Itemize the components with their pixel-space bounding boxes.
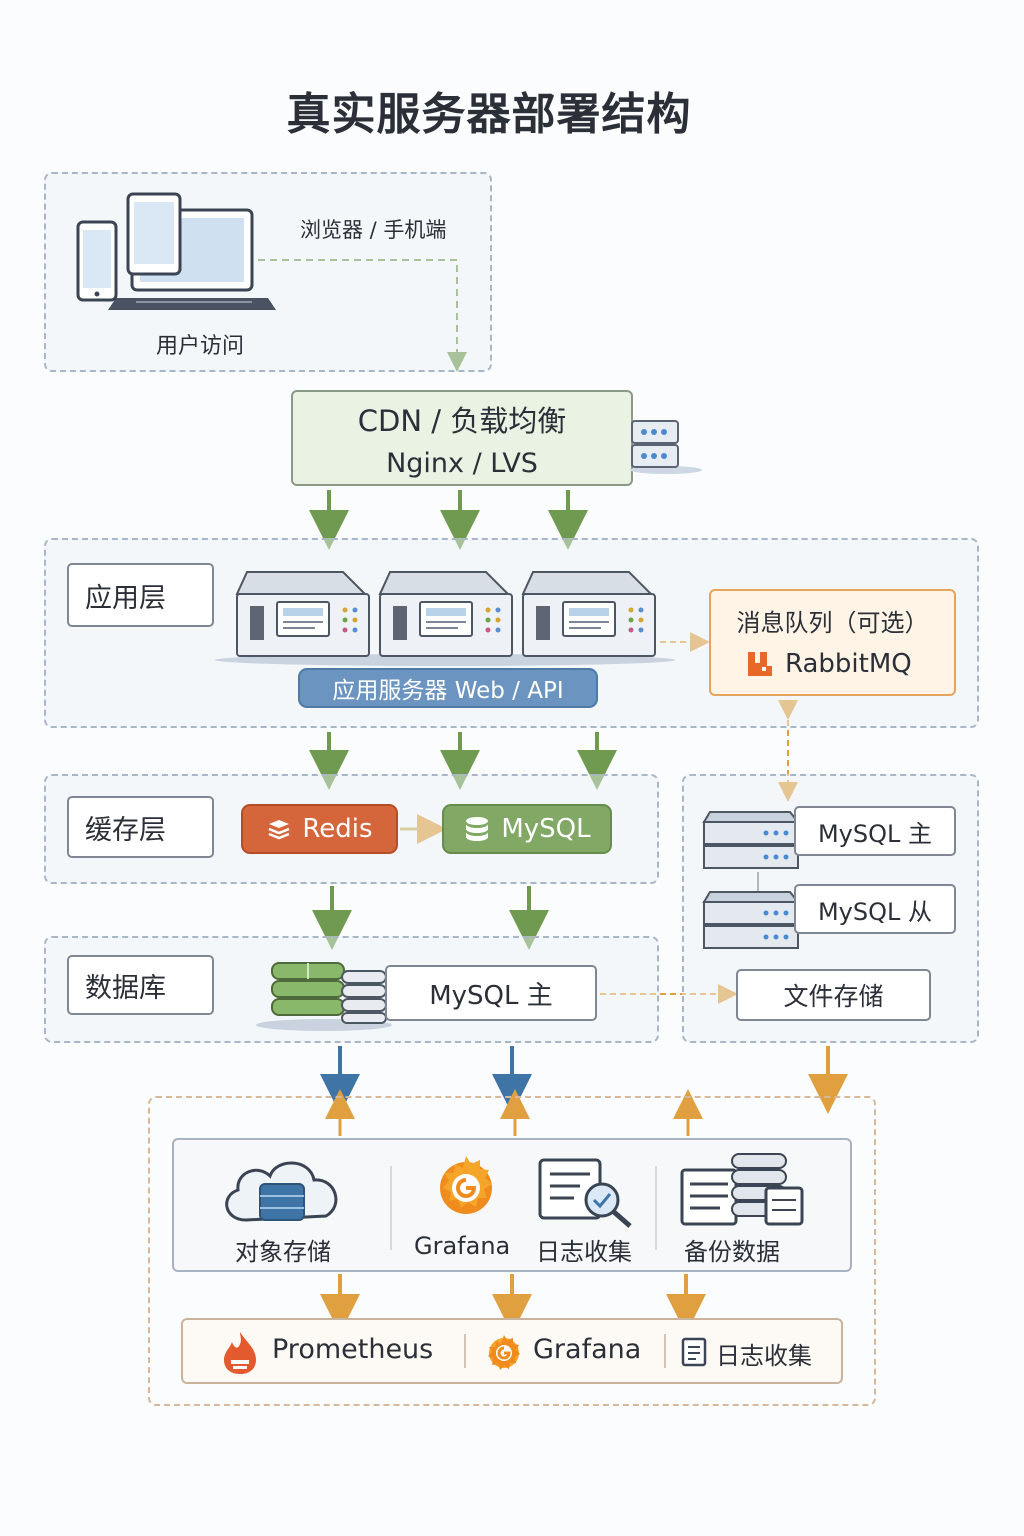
services-divider-2 [655,1166,657,1250]
rabbitmq-icon [748,652,772,676]
rabbitmq-label: RabbitMQ [785,649,912,679]
monitor-divider-1 [464,1334,466,1368]
lb-server-icon [630,420,702,474]
lb-subtitle: Nginx / LVS [386,447,538,479]
app-servers-label: 应用服务器 Web / API [298,668,598,708]
grafana-label: Grafana [414,1232,511,1260]
object-storage-label: 对象存储 [235,1238,331,1266]
database-icon [466,817,489,841]
grafana-icon [440,1156,492,1214]
client-zone [44,172,492,372]
ops-zone [148,1096,876,1406]
mq-title: 消息队列（可选） [736,609,929,637]
log-collect-label: 日志收集 [536,1238,632,1266]
client-label: 用户访问 [156,334,245,359]
log-search-icon [538,1158,632,1228]
cache-mysql-pill: MySQL [442,804,612,854]
devices-icon [76,192,276,310]
backup-data-icon [680,1153,804,1226]
client-to-lb-arrow [258,259,467,372]
load-balancer-box: CDN / 负载均衡 Nginx / LVS [291,390,633,486]
backup-data-label: 备份数据 [684,1238,780,1266]
prometheus-flame-icon [224,1332,256,1374]
redis-label: Redis [302,814,373,844]
app-servers-icon [215,571,675,666]
message-queue-box: 消息队列（可选） RabbitMQ [709,589,956,696]
redis-icon [268,820,290,840]
services-divider-1 [390,1166,392,1250]
cloud-storage-icon [225,1161,338,1222]
mysql-slave-server-icon [702,891,801,949]
db-mysql-master-card: MySQL 主 [385,965,597,1021]
log-document-icon [681,1337,707,1367]
mysql-master-card: MySQL 主 [794,806,956,856]
client-caption: 浏览器 / 手机端 [300,218,447,242]
cache-layer-label: 缓存层 [67,796,214,858]
mysql-slave-card: MySQL 从 [794,884,956,934]
redis-pill: Redis [241,804,398,854]
app-layer-label: 应用层 [67,563,214,627]
database-stack-icon [256,962,392,1031]
cache-mysql-label: MySQL [501,814,591,844]
grafana-monitor-label: Grafana [533,1334,642,1365]
monitor-divider-2 [664,1334,666,1368]
log-collect-monitor-label: 日志收集 [716,1342,812,1370]
page-title: 真实服务器部署结构 [286,89,692,140]
lb-title: CDN / 负载均衡 [357,403,567,438]
db-layer-label: 数据库 [67,955,214,1015]
file-storage-card: 文件存储 [736,969,931,1021]
mysql-master-server-icon [702,811,801,869]
prometheus-label: Prometheus [272,1334,434,1365]
grafana-small-icon [488,1335,520,1370]
